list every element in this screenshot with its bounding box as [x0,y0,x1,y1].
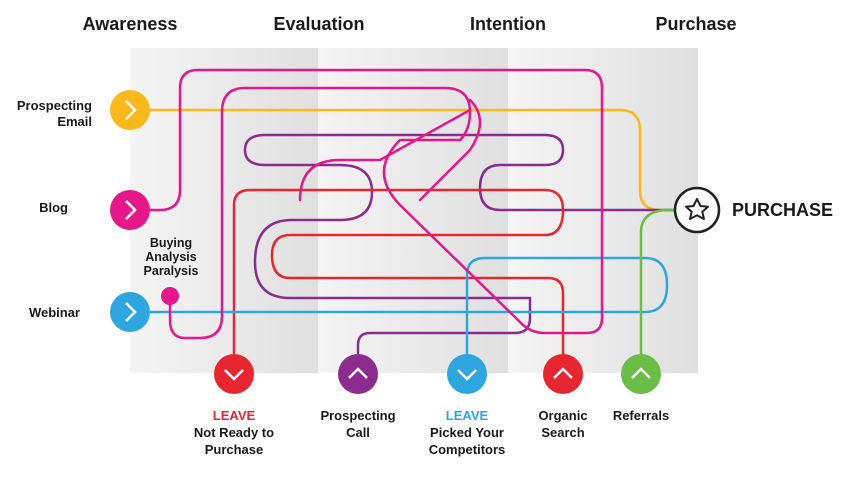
outcome-label-competitors: LEAVE Picked Your Competitors [407,407,527,458]
leave-tag: LEAVE [212,408,256,423]
path-blog-cross [298,98,482,202]
stage-title-evaluation: Evaluation [273,14,365,34]
stage-title-intention: Intention [470,14,546,34]
outcome-nodes [214,354,661,394]
path-blue [128,256,669,357]
outcome-label-referrals: Referrals [581,407,701,424]
source-label-blog: Blog [39,200,68,215]
purchase-label: PURCHASE [732,200,834,220]
outcome-line: Competitors [428,442,506,457]
outcome-line: Picked Your [430,425,504,440]
stage-title-awareness: Awareness [82,14,178,34]
source-label-email-line1: Prospecting [16,98,92,113]
path-red [232,188,565,357]
source-nodes [110,90,179,332]
note-line3: Paralysis [143,264,199,278]
outcome-line: Prospecting [320,408,396,423]
outcome-label-prospecting-call: Prospecting Call [298,407,418,441]
path-blog [128,68,604,340]
source-label-email-line2: Email [57,114,92,129]
outcome-line: Organic [538,408,588,423]
purchase-star-icon [673,186,721,234]
outcome-line: Not Ready to [193,425,275,440]
note-line2: Analysis [145,250,197,264]
outcome-label-organic-search: Organic Search [503,407,623,441]
outcome-line: Purchase [204,442,264,457]
source-label-email: Prospecting Email [6,98,92,130]
outcome-line: Referrals [612,408,670,423]
outcome-line: Call [346,425,370,440]
leave-tag: LEAVE [445,408,489,423]
path-green [639,208,692,357]
path-purple [243,133,692,355]
note-line1: Buying [149,236,193,250]
buying-paralysis-note: Buying Analysis Paralysis [140,236,202,278]
outcome-line: Search [541,425,585,440]
source-label-webinar: Webinar [28,305,80,320]
stage-title-purchase: Purchase [655,14,737,34]
outcome-label-not-ready: LEAVE Not Ready to Purchase [174,407,294,458]
